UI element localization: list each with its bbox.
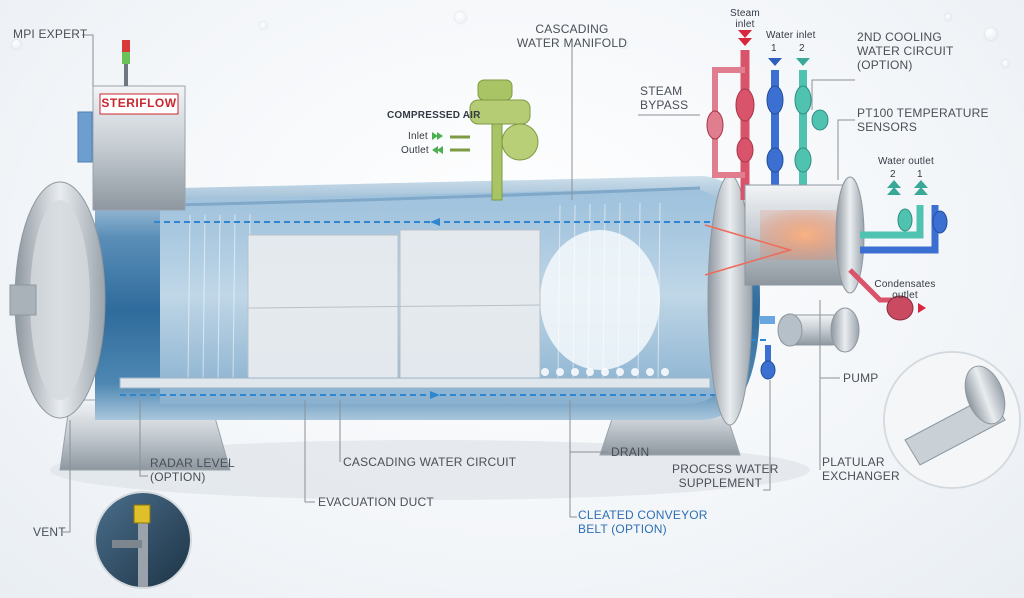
platular-inset-image [885,353,1019,487]
droplet [260,22,267,29]
flow-arrow [430,391,440,399]
droplet [12,40,21,49]
water-outlet-arrow-icon [914,187,928,195]
droplet [1002,60,1009,67]
water-outlet-arrow-icon [887,187,901,195]
inlet-arrow-icon [437,132,443,140]
droplet [620,40,628,48]
label-compressed-air: COMPRESSED AIR [387,110,481,121]
inlet-arrow-icon [432,132,438,140]
brand-panel [99,93,179,115]
outlet-arrow-icon [437,146,443,154]
vessel-light [540,230,660,370]
label-line: inlet [735,19,755,30]
label-line: Condensates [874,279,936,290]
label-cascading-water-circuit: CASCADING WATER CIRCUIT [343,455,517,469]
label-mpi-expert: MPI EXPERT [13,27,88,41]
label-line: EXCHANGER [822,469,900,483]
outlet-arrow-icon [432,146,438,154]
label-2nd-cooling: 2ND COOLING WATER CIRCUIT (OPTION) [857,30,954,72]
label-water-outlet-1: 1 [917,169,923,180]
label-line: SUPPLEMENT [678,476,762,490]
label-line: BELT (OPTION) [578,522,667,536]
label-pump: PUMP [843,371,879,385]
label-line: PROCESS WATER [672,462,779,476]
label-line: outlet [892,290,918,301]
label-drain: DRAIN [611,445,650,459]
label-condensates-outlet: Condensates outlet [874,279,936,301]
heat-lines [704,224,793,276]
label-line: PLATULAR [822,455,885,469]
label-line: (OPTION) [857,58,913,72]
steam-piping [706,50,755,200]
conveyor-belt [119,377,711,389]
steam-inlet-arrow-icon [738,38,752,46]
door-inner [30,200,90,400]
label-steam-bypass: STEAM BYPASS [640,84,688,112]
water-outlet-arrow-icon [887,180,901,188]
hmi-screen [77,111,93,163]
signal-light-green [122,52,130,64]
droplet [985,28,997,40]
door-hinge [9,284,37,316]
signal-light-red [122,40,130,52]
label-radar-level: RADAR LEVEL (OPTION) [150,456,235,484]
cascading-manifold-pipe [169,186,701,207]
label-air-inlet: Inlet [408,131,428,142]
condensate-pipe [848,268,893,303]
label-line: CASCADING [535,22,609,36]
label-vent: VENT [33,525,66,539]
label-line: WATER CIRCUIT [857,44,954,58]
label-air-outlet: Outlet [401,145,429,156]
label-line: CLEATED CONVEYOR [578,508,708,522]
label-pt100: PT100 TEMPERATURE SENSORS [857,106,989,134]
label-line: 2ND COOLING [857,30,942,44]
pump [777,307,860,353]
leader-lines [63,34,855,533]
label-water-outlet: Water outlet [878,156,934,167]
label-water-outlet-2: 2 [890,169,896,180]
label-cascading-manifold: CASCADING WATER MANIFOLD [510,22,634,50]
label-line: (OPTION) [150,470,206,484]
signal-tower-pole [124,64,128,86]
label-water-inlet-2: 2 [799,43,805,54]
water-outlet-arrow-icon [914,180,928,188]
label-line: STEAM [640,84,683,98]
label-line: Steam [730,8,760,19]
label-line: WATER MANIFOLD [516,36,628,50]
label-process-water: PROCESS WATER SUPPLEMENT [672,462,779,490]
water-inlet-arrow-icon [768,58,782,66]
condensate-arrow-icon [918,303,926,313]
steam-inlet-arrow-icon [738,30,752,38]
label-steam-inlet: Steam inlet [724,8,766,30]
label-water-inlet: Water inlet [766,30,816,41]
droplet [945,14,951,20]
label-cleated-conveyor: CLEATED CONVEYOR BELT (OPTION) [578,508,708,536]
conveyor-cleats [541,368,669,376]
cooling-water-piping [766,70,829,205]
label-evacuation-duct: EVACUATION DUCT [318,495,434,509]
basket-divider [247,304,541,309]
label-line: RADAR LEVEL [150,456,235,470]
supplement-valve-body [760,360,776,380]
radar-inset-image [96,493,190,587]
label-water-inlet-1: 1 [771,43,777,54]
water-inlet-arrow-icon [796,58,810,66]
compressed-air-valve [450,79,539,201]
exchanger-flange [835,176,865,294]
label-line: SENSORS [857,120,918,134]
condensate-trap [886,295,914,321]
droplet [455,12,466,23]
brand-logo-text: STERIFLOW [101,96,177,110]
label-platular-exchanger: PLATULAR EXCHANGER [822,455,900,483]
label-line: PT100 TEMPERATURE [857,106,989,120]
heat-exchanger-core [760,210,850,260]
flow-arrow [430,218,440,226]
label-line: BYPASS [640,98,689,112]
water-outlet-piping [860,205,948,254]
